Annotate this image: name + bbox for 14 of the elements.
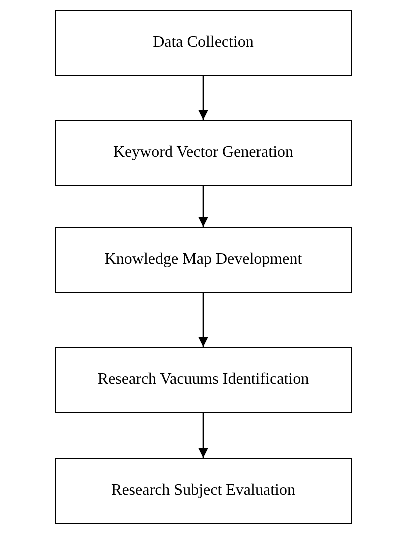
box-label: Keyword Vector Generation	[113, 144, 294, 162]
box-label: Research Vacuums Identification	[98, 371, 310, 389]
process-box	[55, 120, 352, 186]
arrow	[198, 76, 208, 120]
arrow	[198, 293, 208, 347]
arrow	[198, 413, 208, 458]
process-box	[55, 458, 352, 524]
box-label: Knowledge Map Development	[104, 251, 302, 269]
process-box	[55, 227, 352, 293]
box-label: Data Collection	[153, 34, 254, 52]
process-box	[55, 347, 352, 413]
process-box	[55, 10, 352, 76]
arrow	[198, 186, 208, 227]
box-label: Research Subject Evaluation	[112, 482, 296, 500]
